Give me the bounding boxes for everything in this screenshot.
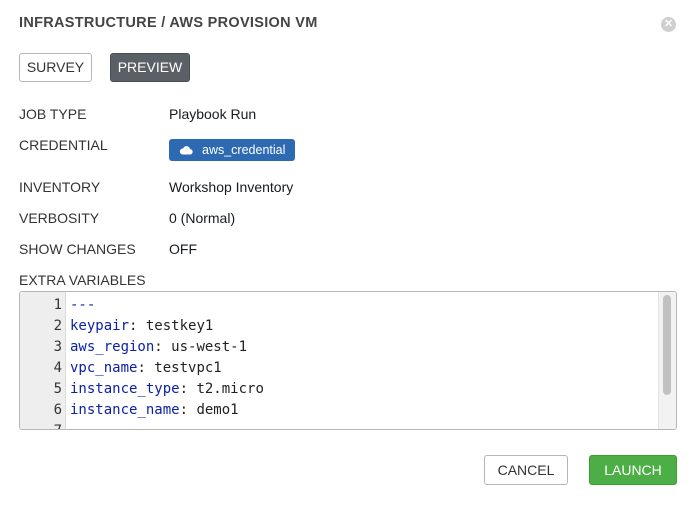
cloud-icon: [179, 146, 193, 155]
code-value: testkey1: [145, 318, 214, 334]
inventory-label: INVENTORY: [19, 179, 101, 195]
credential-label: CREDENTIAL: [19, 137, 108, 153]
show-changes-value: OFF: [169, 241, 197, 257]
line-number: 7: [20, 421, 62, 429]
code-sep: :: [154, 339, 172, 355]
launch-button[interactable]: LAUNCH: [589, 455, 677, 485]
code-value: us-west-1: [171, 339, 248, 355]
code-text: aws_region: us-west-1: [70, 337, 247, 358]
tab-survey[interactable]: SURVEY: [19, 53, 92, 82]
code-doc-marker: ---: [70, 297, 96, 313]
verbosity-value: 0 (Normal): [169, 210, 236, 226]
code-value: testvpc1: [154, 360, 222, 376]
credential-value: aws_credential: [202, 143, 286, 157]
code-text: keypair: testkey1: [70, 316, 213, 337]
code-text: vpc_name: testvpc1: [70, 358, 222, 379]
code-text: instance_name: demo1: [70, 400, 239, 421]
code-key: vpc_name: [70, 360, 138, 376]
code-sep: :: [179, 381, 197, 397]
editor-scrollbar[interactable]: [658, 292, 676, 429]
credential-chip: aws_credential: [169, 139, 295, 161]
job-type-value: Playbook Run: [169, 106, 257, 122]
code-sep: :: [129, 318, 146, 334]
line-number: 6: [53, 402, 62, 418]
line-number: 4: [53, 360, 62, 376]
line-number: 3: [53, 339, 62, 355]
code-sep: :: [179, 402, 197, 418]
code-key: instance_name: [70, 402, 180, 418]
code-value: t2.micro: [196, 381, 264, 397]
job-type-label: JOB TYPE: [19, 106, 87, 122]
line-number: 2: [53, 318, 62, 334]
inventory-value: Workshop Inventory: [169, 179, 294, 195]
code-text: ---: [70, 295, 95, 316]
tab-preview[interactable]: PREVIEW: [110, 53, 190, 82]
verbosity-label: VERBOSITY: [19, 210, 100, 226]
line-number: 5: [53, 381, 62, 397]
code-sep: :: [137, 360, 155, 376]
close-icon[interactable]: ✕: [661, 17, 676, 32]
extra-variables-label: EXTRA VARIABLES: [19, 272, 146, 288]
code-value: demo1: [196, 402, 239, 418]
dialog-title: INFRASTRUCTURE / AWS PROVISION VM: [19, 15, 318, 31]
cancel-button[interactable]: CANCEL: [484, 455, 568, 485]
line-number-gutter: [20, 292, 66, 429]
code-text: instance_type: t2.micro: [70, 379, 264, 400]
scrollbar-thumb[interactable]: [663, 295, 671, 395]
extra-variables-editor[interactable]: 1 --- 2 keypair: testkey1 3 aws_region: …: [19, 291, 677, 430]
code-key: aws_region: [70, 339, 155, 355]
line-number: 1: [53, 297, 62, 313]
code-key: instance_type: [70, 381, 180, 397]
show-changes-label: SHOW CHANGES: [19, 241, 136, 257]
code-key: keypair: [70, 318, 130, 334]
